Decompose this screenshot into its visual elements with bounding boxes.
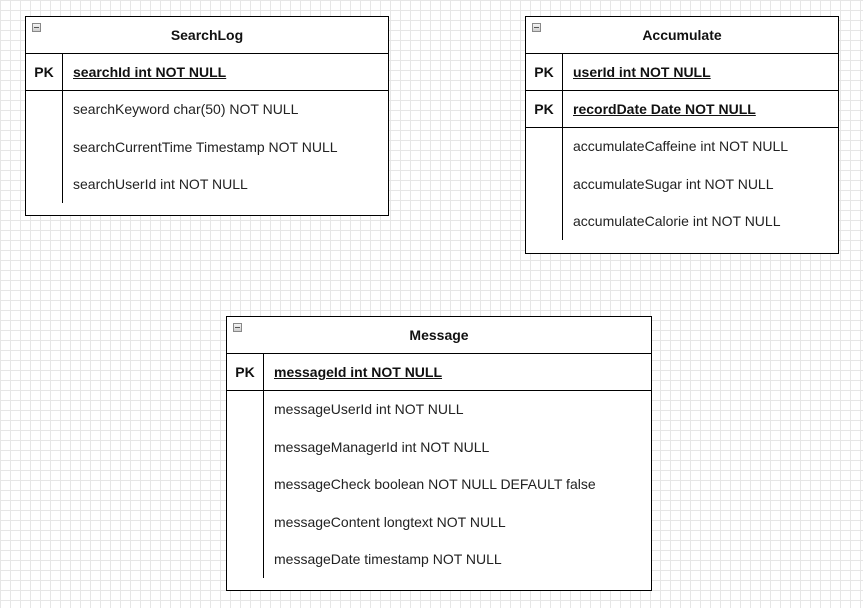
attribute-list: accumulateCaffeine int NOT NULL accumula… [526, 128, 838, 241]
pk-label: PK [26, 54, 63, 90]
primary-key-row[interactable]: PK userId int NOT NULL [526, 54, 838, 91]
pk-field: messageId int NOT NULL [274, 364, 443, 380]
entity-accumulate[interactable]: Accumulate PK userId int NOT NULL PK rec… [525, 16, 839, 254]
entity-header: Accumulate [526, 17, 838, 54]
attribute-row[interactable]: messageDate timestamp NOT NULL [274, 551, 502, 567]
pk-label: PK [227, 354, 264, 390]
attribute-row[interactable]: accumulateSugar int NOT NULL [573, 175, 774, 192]
column-divider [62, 91, 63, 203]
collapse-icon[interactable] [233, 323, 242, 332]
entity-message[interactable]: Message PK messageId int NOT NULL messag… [226, 316, 652, 591]
attribute-row[interactable]: accumulateCalorie int NOT NULL [573, 213, 781, 229]
attribute-row[interactable]: messageContent longtext NOT NULL [274, 513, 506, 530]
entity-header: SearchLog [26, 17, 388, 54]
attribute-list: messageUserId int NOT NULL messageManage… [227, 391, 651, 579]
entity-title: SearchLog [170, 27, 244, 43]
attribute-row[interactable]: searchUserId int NOT NULL [73, 176, 248, 192]
pk-label: PK [526, 54, 563, 90]
pk-label: PK [526, 91, 563, 127]
collapse-icon[interactable] [532, 23, 541, 32]
attribute-row[interactable]: accumulateCaffeine int NOT NULL [573, 138, 789, 154]
attribute-row[interactable]: messageUserId int NOT NULL [274, 401, 464, 417]
primary-key-row[interactable]: PK searchId int NOT NULL [26, 54, 388, 91]
entity-title: Accumulate [642, 27, 722, 43]
entity-title: Message [409, 327, 469, 343]
attribute-row[interactable]: messageManagerId int NOT NULL [274, 438, 490, 455]
collapse-icon[interactable] [32, 23, 41, 32]
pk-field: searchId int NOT NULL [73, 64, 227, 80]
attribute-row[interactable]: messageCheck boolean NOT NULL DEFAULT fa… [274, 476, 596, 492]
entity-header: Message [227, 317, 651, 354]
column-divider [263, 391, 264, 578]
primary-key-row[interactable]: PK recordDate Date NOT NULL [526, 91, 838, 128]
pk-field: recordDate Date NOT NULL [573, 101, 756, 117]
attribute-row[interactable]: searchKeyword char(50) NOT NULL [73, 101, 299, 117]
attribute-list: searchKeyword char(50) NOT NULL searchCu… [26, 91, 388, 204]
attribute-row[interactable]: searchCurrentTime Timestamp NOT NULL [73, 138, 338, 155]
primary-key-row[interactable]: PK messageId int NOT NULL [227, 354, 651, 391]
entity-searchlog[interactable]: SearchLog PK searchId int NOT NULL searc… [25, 16, 389, 216]
column-divider [562, 128, 563, 240]
pk-field: userId int NOT NULL [573, 64, 711, 80]
